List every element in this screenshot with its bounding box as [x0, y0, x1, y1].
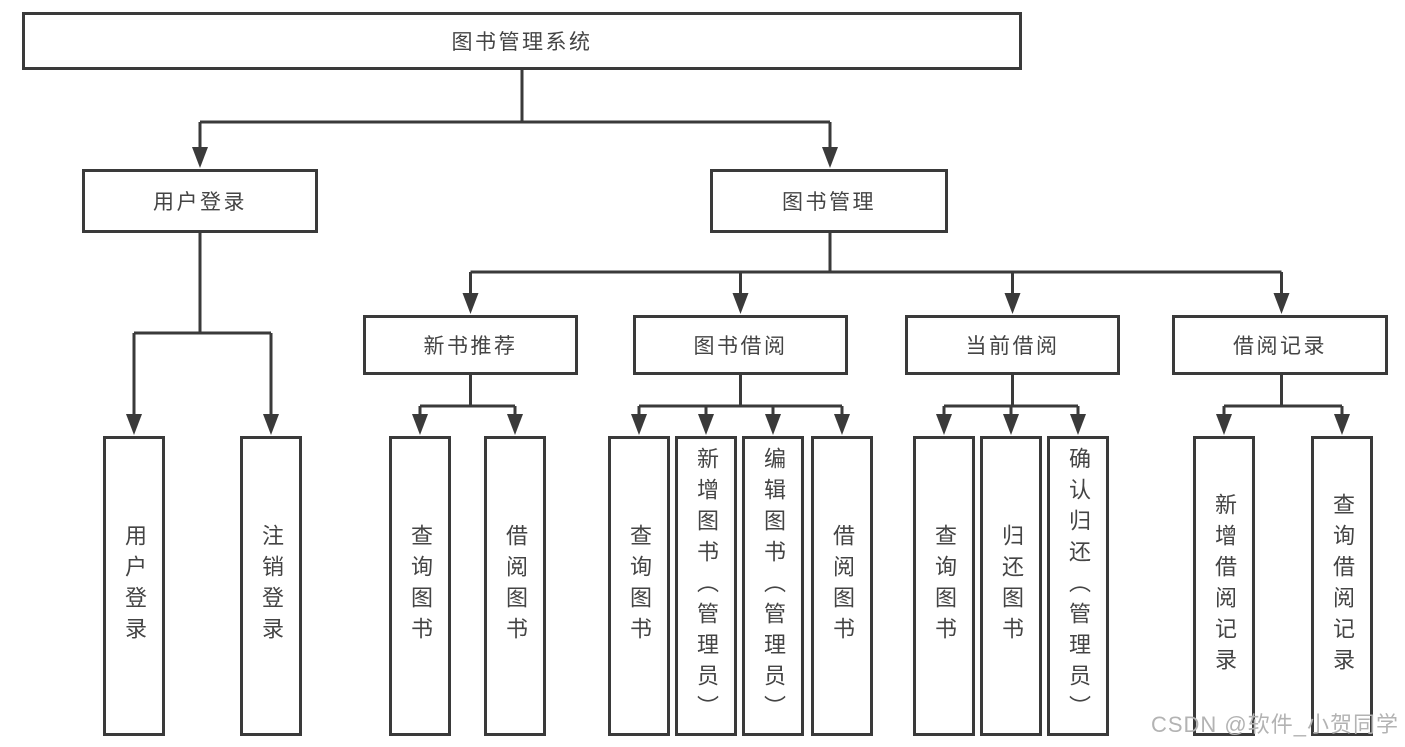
node-new-book-recommend: 新书推荐 [363, 315, 578, 375]
leaf-logout: 注销登录 [240, 436, 302, 736]
leaf-query-book-3: 查询图书 [913, 436, 975, 736]
node-user-login: 用户登录 [82, 169, 318, 233]
leaf-confirm-return-admin: 确认归还（管理员） [1047, 436, 1109, 736]
leaf-add-borrow-record: 新增借阅记录 [1193, 436, 1255, 736]
node-book-borrow: 图书借阅 [633, 315, 848, 375]
leaf-add-book-admin: 新增图书（管理员） [675, 436, 737, 736]
leaf-user-login: 用户登录 [103, 436, 165, 736]
leaf-edit-book-admin: 编辑图书（管理员） [742, 436, 804, 736]
csdn-watermark: CSDN @软件_小贺同学 [1150, 712, 1399, 737]
leaf-return-book: 归还图书 [980, 436, 1042, 736]
node-borrow-records: 借阅记录 [1172, 315, 1388, 375]
leaf-query-book-2: 查询图书 [608, 436, 670, 736]
leaf-query-borrow-record: 查询借阅记录 [1311, 436, 1373, 736]
node-library-management-system: 图书管理系统 [22, 12, 1022, 70]
node-book-management: 图书管理 [710, 169, 948, 233]
arrowheads [126, 147, 1350, 435]
leaf-borrow-book-1: 借阅图书 [484, 436, 546, 736]
node-current-borrow: 当前借阅 [905, 315, 1120, 375]
leaf-borrow-book-2: 借阅图书 [811, 436, 873, 736]
leaf-query-book-1: 查询图书 [389, 436, 451, 736]
tree-connectors [132, 70, 1344, 418]
